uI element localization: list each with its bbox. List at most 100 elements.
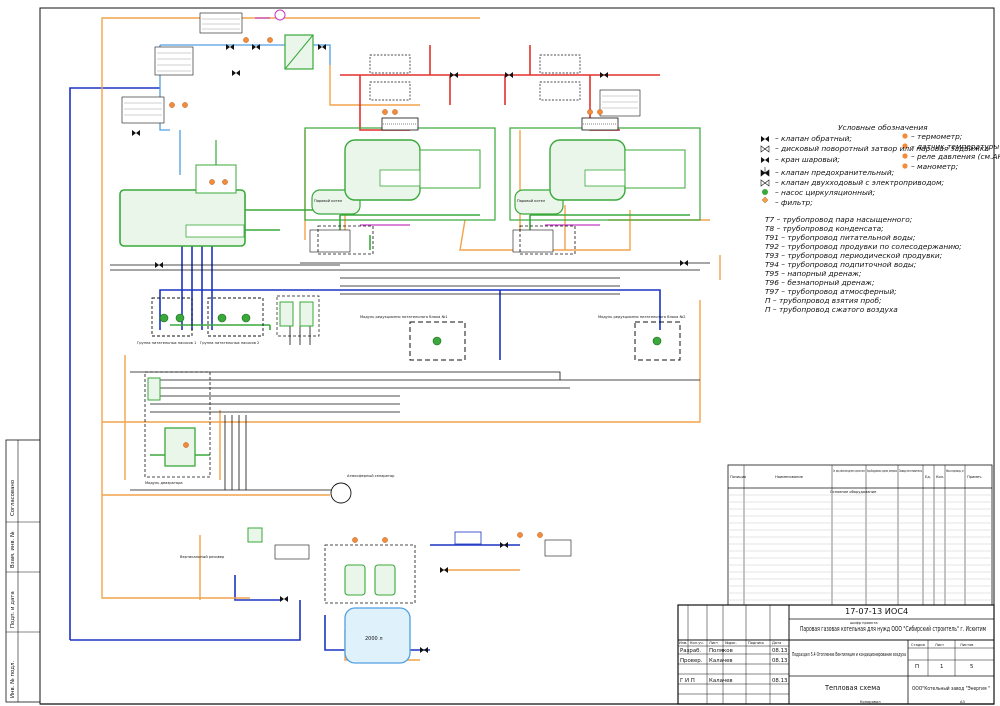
legend: Условные обозначения – клапан обратный; … [760, 123, 1000, 314]
deaerator-module-label: Модуль деаэратора [145, 481, 183, 485]
feed-water-pipeline [69, 87, 661, 651]
name-2: Калачев [709, 658, 733, 664]
pump-group-1-label: Группа питательных насосов 1 [137, 341, 196, 345]
col-list: Лист [709, 641, 718, 645]
listov-label: Листов [960, 643, 973, 647]
legend-item-3: – кран шаровый; [775, 155, 840, 164]
drain-lines [110, 262, 710, 491]
footer-format: А3 [960, 700, 965, 704]
side-stamp-field-4: Инв. № подл. [10, 661, 16, 698]
valves [132, 44, 688, 653]
spec-header-note: Примеч. [967, 475, 983, 479]
list-label: Лист [935, 643, 944, 647]
pipeline-3: Т91 – трубопровод питательной воды; [765, 233, 915, 242]
title-block [677, 604, 995, 705]
col-ndok: №док. [725, 641, 737, 645]
top-heat-exchanger [199, 9, 314, 70]
list-value: 1 [940, 664, 943, 670]
pipeline-6: Т94 – трубопровод подпиточной воды; [765, 260, 916, 269]
parameter-boxes [121, 46, 641, 253]
deaerator-module: Модуль деаэратора [144, 371, 211, 485]
legend-right-3: – реле давления (см.АК) [911, 152, 1000, 161]
project-code-caption: шифр проекта [850, 621, 878, 625]
role-1: Разраб. [680, 648, 701, 654]
spec-header-pos: Позиция [730, 475, 746, 479]
filter-units [276, 295, 320, 337]
date-2: 08.13 [772, 658, 787, 664]
col-podp: Подпись [748, 641, 764, 645]
spec-header-qty: Кол. [936, 475, 944, 479]
legend-item-1: – клапан обратный; [775, 134, 852, 143]
pipeline-4: Т92 – трубопровод продувки по солесодерж… [765, 242, 962, 251]
pipeline-8: Т96 – безнапорный дренаж; [765, 278, 874, 287]
tank-volume: 2000 л [365, 636, 383, 642]
boiler-1: Паровой котел [304, 117, 496, 221]
storage-tank: 2000 л [344, 607, 411, 664]
pump-group-1: Группа питательных насосов 1 [137, 297, 196, 345]
boiler-1-label: Паровой котел [314, 199, 342, 203]
stadiya-value: П [915, 664, 919, 670]
steam-valve-clusters [369, 54, 581, 101]
legend-item-7: – фильтр; [775, 198, 813, 207]
date-3: 08.13 [772, 678, 787, 684]
listov-value: 5 [970, 664, 973, 670]
pipeline-9: Т97 – трубопровод атмосферный; [765, 287, 897, 296]
water-treatment: Вертикальный ресивер [180, 527, 572, 604]
sampling-lines [255, 17, 600, 226]
pump-group-2-label: Группа питательных насосов 2 [200, 341, 259, 345]
pipeline-10: П – трубопровод взятия проб; [765, 296, 882, 305]
pipeline-5: Т93 – трубопровод периодической продувки… [765, 251, 942, 260]
module-right: Модуль редукционно питательного блока №2 [598, 315, 686, 361]
boiler-valve-groups [317, 225, 576, 255]
spec-header-code: Код оборудования, изделия, материала [867, 469, 897, 473]
module-left: Модуль редукционно питательного блока №1 [360, 315, 466, 361]
col-kol: Кол.уч. [690, 641, 704, 645]
legend-item-2: – дисковый поворотный затвор или паровая… [775, 144, 989, 153]
side-stamp-field-1: Согласовано [10, 480, 16, 516]
spec-header-mfr: Завод изготовитель [899, 469, 922, 473]
boiler-2-label: Паровой котел [517, 199, 545, 203]
col-data: Дата [772, 641, 781, 645]
legend-right-4: – манометр; [911, 162, 958, 171]
spec-header-type: Тип, марка, обозначение документа, опрос… [833, 469, 865, 473]
instruments [169, 37, 603, 543]
project-code: 17-07-13 ИОС4 [845, 606, 908, 616]
legend-item-6: – насос циркуляционный; [775, 188, 875, 197]
legend-symbols [760, 133, 908, 204]
pipeline-11: П – трубопровод сжатого воздуха [765, 305, 898, 314]
pipeline-1: Т7 – трубопровод пара насыщенного; [765, 215, 912, 224]
module-right-label: Модуль редукционно питательного блока №2 [598, 315, 686, 319]
pipeline-7: Т95 – напорный дренаж; [765, 269, 861, 278]
vertical-tank-label: Вертикальный ресивер [180, 555, 225, 559]
deaerator-vessel [119, 140, 246, 247]
spec-table: Позиция Наименование Тип, марка, обознач… [727, 464, 993, 606]
section-title: Подраздел 5.4 Отопление Вентиляция и кон… [792, 652, 906, 658]
col-izm: Изм. [679, 641, 687, 645]
name-1: Поляков [709, 648, 733, 654]
spec-header-mass: Масса единицы, кг [946, 469, 964, 473]
name-3: Калачев [709, 678, 733, 684]
title-block-text: 17-07-13 ИОС4 шифр проекта Паровая газов… [679, 606, 990, 704]
legend-item-5: – клапан двухходовый с электроприводом; [775, 178, 944, 187]
legend-right-2: – датчик температуры (см.АК) [911, 142, 1000, 151]
side-stamp: Согласовано Взам. инв. № Подп. и дата Ин… [5, 439, 41, 703]
boiler-2: Паровой котел [509, 117, 701, 221]
spec-section: Основное оборудование [830, 490, 877, 494]
role-3: Г И П [680, 678, 695, 684]
footer-copied: Копировал [860, 700, 881, 704]
legend-title: Условные обозначения [838, 123, 928, 132]
atmo-separator-label: Атмосферный сепаратор [347, 474, 395, 478]
company-name: ООО"Котельный завод "Энергия " [912, 685, 990, 692]
role-2: Провер. [680, 658, 703, 664]
spec-header-unit: Ед. [925, 475, 931, 479]
side-stamp-field-2: Взам. инв. № [10, 531, 16, 568]
project-title: Паровая газовая котельная для нужд ООО "… [800, 625, 986, 633]
pump-group-2: Группа питательных насосов 2 [200, 297, 264, 345]
spec-header-name: Наименование [775, 475, 804, 479]
stadiya-label: Стадия [911, 643, 925, 647]
steam-pipeline [340, 45, 660, 131]
pipeline-2: Т8 – трубопровод конденсата; [765, 224, 884, 233]
side-stamp-field-3: Подп. и дата [10, 591, 16, 628]
module-left-label: Модуль редукционно питательного блока №1 [360, 315, 448, 319]
